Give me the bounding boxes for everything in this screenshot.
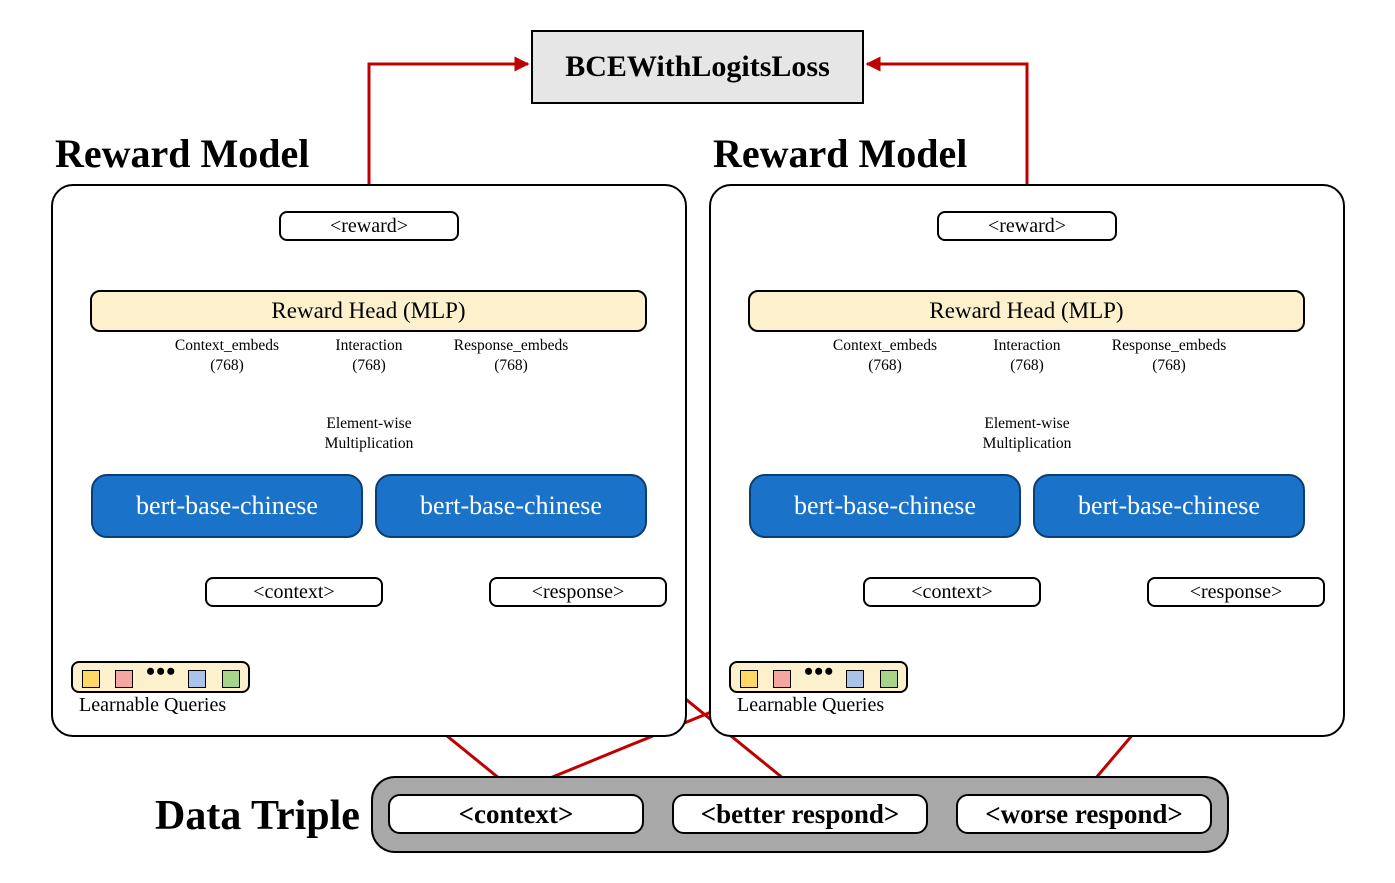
output-dim: (768)	[868, 357, 902, 374]
bert-encoder-response-right: bert-base-chinese	[1033, 474, 1305, 538]
bert-encoder-response-left: bert-base-chinese	[375, 474, 647, 538]
reward-model-title-left: Reward Model	[55, 131, 310, 176]
flow-reward-left-to-loss	[367, 56, 530, 211]
triple-better-respond: <better respond>	[672, 794, 928, 834]
response-input-right: <response>	[1147, 577, 1325, 607]
interaction-label-right: Interaction (768)	[957, 336, 1097, 376]
loss-label: BCEWithLogitsLoss	[565, 50, 830, 83]
bert-encoder-context-right: bert-base-chinese	[749, 474, 1021, 538]
bert-encoder-context-left: bert-base-chinese	[91, 474, 363, 538]
query-token	[773, 670, 791, 688]
output-name: Context_embeds	[174, 337, 280, 354]
output-name: Response_embeds	[453, 337, 569, 354]
input-label: <context>	[911, 580, 993, 603]
response-embeds-label-right: Response_embeds (768)	[1089, 336, 1249, 376]
ellipsis-icon: •••	[804, 657, 835, 686]
elementwise-multiplication-left: Element-wise Multiplication	[294, 414, 444, 454]
response-embeds-label-left: Response_embeds (768)	[431, 336, 591, 376]
reward-model-frame-left	[51, 184, 687, 737]
learnable-queries-right: •••	[729, 657, 908, 693]
learnable-queries-left: •••	[71, 657, 250, 693]
input-label: <response>	[531, 580, 625, 603]
reward-output-label: <reward>	[329, 214, 409, 237]
multiply-line: Element-wise	[984, 415, 1070, 432]
reward-head-left: Reward Head (MLP)	[90, 290, 647, 332]
reward-output-left: <reward>	[279, 211, 459, 241]
query-token	[82, 670, 100, 688]
output-dim: (768)	[1010, 357, 1044, 374]
triple-item-label: <worse respond>	[985, 798, 1183, 829]
context-embeds-label-left: Context_embeds (768)	[147, 336, 307, 376]
reward-head-label: Reward Head (MLP)	[929, 298, 1124, 323]
multiply-line: Multiplication	[982, 435, 1072, 452]
reward-head-label: Reward Head (MLP)	[271, 298, 466, 323]
query-token	[115, 670, 133, 688]
query-token	[188, 670, 206, 688]
output-name: Context_embeds	[832, 337, 938, 354]
query-token	[222, 670, 240, 688]
reward-model-frame-right	[709, 184, 1345, 737]
encoder-label: bert-base-chinese	[420, 491, 602, 520]
encoder-label: bert-base-chinese	[794, 491, 976, 520]
data-triple-title: Data Triple	[155, 793, 360, 839]
output-dim: (768)	[210, 357, 244, 374]
input-label: <response>	[1189, 580, 1283, 603]
query-token	[740, 670, 758, 688]
output-name: Response_embeds	[1111, 337, 1227, 354]
reward-model-title-right: Reward Model	[713, 131, 968, 176]
context-input-right: <context>	[863, 577, 1041, 607]
context-embeds-label-right: Context_embeds (768)	[805, 336, 965, 376]
triple-worse-respond: <worse respond>	[956, 794, 1212, 834]
reward-head-right: Reward Head (MLP)	[748, 290, 1305, 332]
interaction-label-left: Interaction (768)	[299, 336, 439, 376]
learnable-queries-label-right: Learnable Queries	[737, 694, 885, 716]
reward-output-label: <reward>	[987, 214, 1067, 237]
output-dim: (768)	[1152, 357, 1186, 374]
multiply-line: Element-wise	[326, 415, 412, 432]
triple-context: <context>	[388, 794, 644, 834]
encoder-label: bert-base-chinese	[1078, 491, 1260, 520]
loss-box: BCEWithLogitsLoss	[531, 30, 864, 104]
multiply-line: Multiplication	[324, 435, 414, 452]
elementwise-multiplication-right: Element-wise Multiplication	[952, 414, 1102, 454]
triple-item-label: <context>	[458, 798, 574, 829]
query-token	[846, 670, 864, 688]
context-input-left: <context>	[205, 577, 383, 607]
output-name: Interaction	[993, 337, 1061, 354]
input-label: <context>	[253, 580, 335, 603]
encoder-label: bert-base-chinese	[136, 491, 318, 520]
flow-reward-right-to-loss	[865, 56, 1029, 211]
output-dim: (768)	[352, 357, 386, 374]
learnable-queries-label-left: Learnable Queries	[79, 694, 227, 716]
query-token	[880, 670, 898, 688]
response-input-left: <response>	[489, 577, 667, 607]
output-name: Interaction	[335, 337, 403, 354]
ellipsis-icon: •••	[146, 657, 177, 686]
reward-output-right: <reward>	[937, 211, 1117, 241]
output-dim: (768)	[494, 357, 528, 374]
triple-item-label: <better respond>	[700, 798, 900, 829]
